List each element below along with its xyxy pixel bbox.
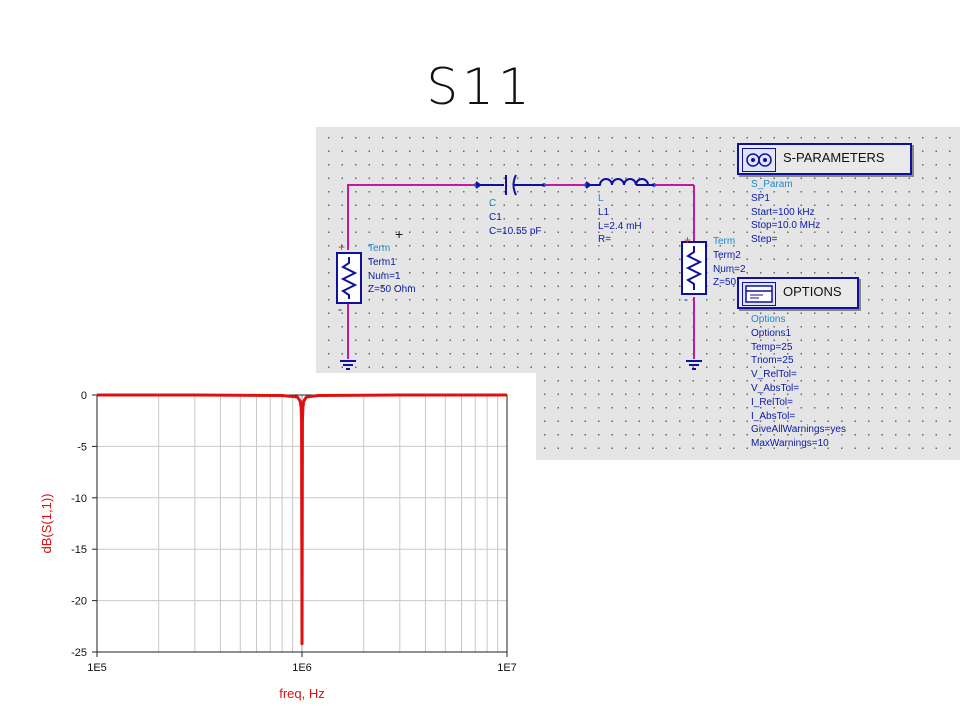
inductor-label: L L1 L=2.4 mH R=	[598, 192, 642, 247]
options-temp: Temp=25	[751, 341, 793, 353]
cursor-crosshair: +	[395, 226, 404, 242]
term1-type: Term	[368, 243, 391, 254]
x-axis-title: freq, Hz	[279, 686, 325, 701]
ground-symbols	[340, 360, 702, 370]
y-axis-title: dB(S(1,1))	[40, 494, 54, 554]
sparam-type: S_Param	[751, 179, 793, 190]
capacitor-type: C	[489, 198, 497, 209]
options-label: Options Options1 Temp=25 Tnom=25 V_RelTo…	[751, 313, 846, 451]
capacitor-label: C C1 C=10.55 pF	[489, 197, 542, 238]
series-line-s11	[97, 393, 507, 646]
inductor-name: L1	[598, 206, 610, 218]
sparameters-title: S-PARAMETERS	[783, 150, 885, 165]
y-tick-label: -10	[71, 493, 87, 505]
x-tick-label: 1E5	[87, 662, 107, 674]
options-tnom: Tnom=25	[751, 355, 794, 367]
svg-text:-: -	[684, 292, 688, 306]
svg-text:+: +	[338, 240, 345, 254]
y-tick-label: 0	[81, 390, 87, 402]
capacitor-value: C=10.55 pF	[489, 225, 542, 237]
options-controller[interactable]: OPTIONS	[737, 277, 859, 309]
inductor-value: L=2.4 mH	[598, 220, 642, 232]
x-tick-label: 1E6	[292, 662, 312, 674]
y-tick-label: -5	[77, 441, 87, 453]
sparam-start: Start=100 kHz	[751, 206, 815, 218]
inductor-symbol[interactable]	[585, 178, 654, 189]
capacitor-name: C1	[489, 211, 502, 223]
options-vabstol: V_AbsTol=	[751, 382, 800, 394]
inductor-type: L	[598, 193, 604, 204]
options-type: Options	[751, 314, 786, 325]
term2-label: Term Term2 Num=2 Z=50 Ohm	[713, 235, 761, 290]
term2-name: Term2	[713, 249, 741, 261]
options-title: OPTIONS	[783, 284, 842, 299]
term1-name: Term1	[368, 256, 396, 268]
options-icon	[742, 282, 776, 306]
schematic-drawing: + - + -	[336, 174, 707, 370]
sparameters-label: S_Param SP1 Start=100 kHz Stop=10.0 MHz …	[751, 178, 820, 247]
y-tick-label: -15	[71, 544, 87, 556]
options-vreltol: V_RelTol=	[751, 369, 797, 381]
plot-series	[97, 393, 507, 646]
term2-symbol[interactable]: + -	[681, 233, 707, 306]
term1-label: Term Term1 Num=1 Z=50 Ohm	[368, 242, 416, 297]
x-tick-label: 1E7	[497, 662, 517, 674]
schematic-wires	[347, 184, 695, 359]
term2-num: Num=2	[713, 263, 746, 275]
svg-text:+: +	[684, 233, 691, 247]
sparam-stop: Stop=10.0 MHz	[751, 220, 821, 232]
svg-text:-: -	[338, 302, 342, 316]
term2-type: Term	[713, 236, 736, 247]
slide-title: S11	[426, 58, 534, 116]
capacitor-symbol[interactable]	[475, 174, 544, 196]
options-giveallwarnings: GiveAllWarnings=yes	[751, 424, 846, 436]
sparameters-controller[interactable]: S-PARAMETERS	[737, 143, 912, 175]
sparam-name: SP1	[751, 192, 770, 204]
term2-impedance: Z=50 Ohm	[713, 277, 761, 289]
options-maxwarnings: MaxWarnings=10	[751, 438, 829, 450]
term1-impedance: Z=50 Ohm	[368, 284, 416, 296]
sparameters-icon	[742, 148, 776, 172]
term1-symbol[interactable]: + -	[336, 240, 362, 316]
options-name: Options1	[751, 327, 792, 339]
options-iabstol: I_AbsTol=	[751, 410, 796, 422]
inductor-resistance: R=	[598, 234, 612, 246]
y-tick-label: -20	[71, 596, 87, 608]
term1-num: Num=1	[368, 270, 401, 282]
y-tick-label: -25	[71, 647, 87, 659]
sparam-step: Step=	[751, 234, 778, 246]
options-ireltol: I_RelTol=	[751, 396, 793, 408]
